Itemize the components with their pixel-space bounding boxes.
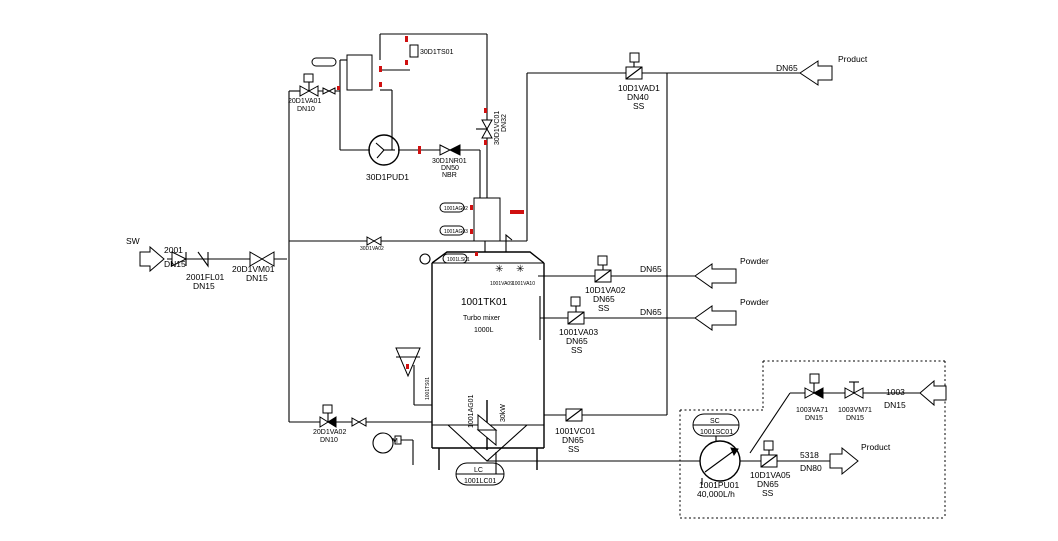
label-dn65-p2: DN65 bbox=[640, 307, 662, 317]
label-va02b-mat: SS bbox=[598, 303, 610, 313]
instrument-tags bbox=[337, 36, 524, 369]
label-va01-dn: DN10 bbox=[297, 106, 315, 113]
signal-lines bbox=[679, 360, 946, 519]
label-va05: 10D1VA05 bbox=[750, 470, 791, 480]
instruments bbox=[311, 44, 740, 486]
label-product-top: Product bbox=[838, 54, 868, 64]
label-tiny-b: 1001VA09 bbox=[490, 281, 513, 287]
label-pu01-cap: 40,000L/h bbox=[697, 489, 735, 499]
label-2001: 2001 bbox=[164, 245, 183, 255]
label-ts01: 30D1TS01 bbox=[420, 49, 454, 56]
label-5318: 5318 bbox=[800, 450, 819, 460]
label-powder-2: Powder bbox=[740, 297, 769, 307]
label-1003: 1003 bbox=[886, 387, 905, 397]
label-fl01: 2001FL01 bbox=[186, 272, 225, 282]
label-va02-dn: DN10 bbox=[320, 437, 338, 444]
label-ag01-power: 30kW bbox=[500, 404, 507, 422]
motor-symbol: M bbox=[392, 438, 398, 445]
label-dn80: DN80 bbox=[800, 463, 822, 473]
label-vc01: 1001VC01 bbox=[555, 426, 595, 436]
label-va01: 20D1VA01 bbox=[288, 98, 321, 105]
label-ag01: 1001AG01 bbox=[468, 394, 475, 428]
label-vad1-dn: DN40 bbox=[627, 92, 649, 102]
label-tiny-f: 1001LS01 bbox=[447, 257, 470, 263]
label-tank: 1001TK01 bbox=[461, 297, 508, 308]
label-vad1: 10D1VAD1 bbox=[618, 83, 660, 93]
label-tiny-c: 1001VA10 bbox=[512, 281, 535, 287]
label-vertical-valve-dn: DN32 bbox=[501, 114, 508, 132]
label-nr01-dn: DN50 bbox=[441, 165, 459, 172]
label-vm01-dn: DN15 bbox=[246, 273, 268, 283]
label-nr01-mat: NBR bbox=[442, 172, 457, 179]
flow-arrows bbox=[139, 60, 947, 476]
label-va02b-dn: DN65 bbox=[593, 294, 615, 304]
label-tank-type: Turbo mixer bbox=[463, 315, 501, 322]
label-vm01: 20D1VM01 bbox=[232, 264, 275, 274]
label-sc: SC bbox=[710, 418, 720, 425]
spray-icon: ✳ bbox=[516, 264, 524, 275]
label-lc-tag: 1001LC01 bbox=[464, 478, 496, 485]
label-va71: 1003VA71 bbox=[796, 407, 828, 414]
label-pud1: 30D1PUD1 bbox=[366, 172, 409, 182]
label-vertical-valve: 30D1VC01 bbox=[494, 111, 501, 145]
label-dn15-a: DN15 bbox=[164, 259, 186, 269]
label-powder-1: Powder bbox=[740, 256, 769, 266]
label-tiny-e: 1001AG03 bbox=[444, 229, 468, 235]
labels: SW 2001 DN15 2001FL01 DN15 20D1VM01 DN15… bbox=[126, 49, 906, 499]
label-va03-mat: SS bbox=[571, 345, 583, 355]
label-lc: LC bbox=[474, 467, 483, 474]
label-dn65-p1: DN65 bbox=[640, 264, 662, 274]
label-va05-mat: SS bbox=[762, 488, 774, 498]
label-vc01-dn: DN65 bbox=[562, 435, 584, 445]
label-va03-dn: DN65 bbox=[566, 336, 588, 346]
label-va03: 1001VA03 bbox=[559, 327, 598, 337]
label-tiny-a: 30D1VA02 bbox=[360, 246, 384, 252]
label-va05-dn: DN65 bbox=[757, 479, 779, 489]
spray-icon: ✳ bbox=[495, 264, 503, 275]
label-tiny-g: 1001TS01 bbox=[425, 377, 431, 400]
label-va02: 20D1VA02 bbox=[313, 429, 346, 436]
label-sw: SW bbox=[126, 236, 140, 246]
valves bbox=[171, 52, 864, 468]
label-nr01: 30D1NR01 bbox=[432, 158, 467, 165]
label-dn65-top: DN65 bbox=[776, 63, 798, 73]
pump-pud1 bbox=[368, 134, 400, 166]
label-tiny-d: 1001AG02 bbox=[444, 206, 468, 212]
label-va71-dn: DN15 bbox=[805, 415, 823, 422]
label-vm71-dn: DN15 bbox=[846, 415, 864, 422]
label-vm71: 1003VM71 bbox=[838, 407, 872, 414]
label-va02b: 10D1VA02 bbox=[585, 285, 626, 295]
motor-m bbox=[372, 432, 413, 454]
label-vc01-mat: SS bbox=[568, 444, 580, 454]
pump-pu01 bbox=[699, 440, 741, 482]
label-tank-cap: 1000L bbox=[474, 327, 494, 334]
label-vad1-mat: SS bbox=[633, 101, 645, 111]
mixing-tank: ✳ ✳ ✳ bbox=[431, 197, 545, 470]
label-product-right: Product bbox=[861, 442, 891, 452]
label-pu01: 1001PU01 bbox=[699, 480, 739, 490]
label-dn15-b: DN15 bbox=[884, 400, 906, 410]
label-fl01-dn: DN15 bbox=[193, 281, 215, 291]
label-sc-tag: 1001SC01 bbox=[700, 429, 733, 436]
